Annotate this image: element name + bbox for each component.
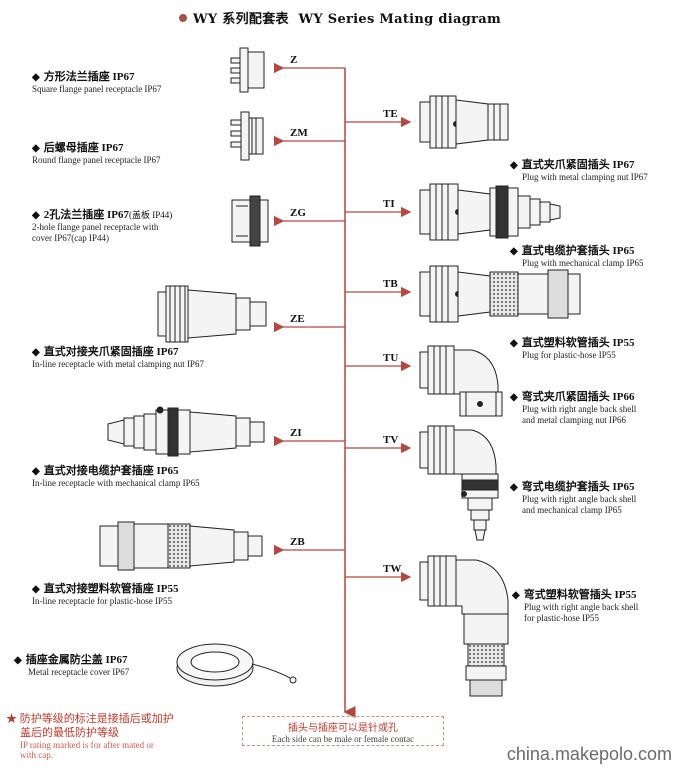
item-zh: 插座金属防尘盖 IP67 <box>25 654 128 666</box>
code-label-zg: ZG <box>290 207 306 219</box>
code-label-tv: TV <box>383 434 399 446</box>
item-zh: 直式对接塑料软管插座 IP55 <box>43 583 179 595</box>
item-en: Plug with mechanical clamp IP65 <box>522 258 644 268</box>
bullet-icon: ◆ <box>32 72 40 83</box>
right-item-te: ◆直式夹爪紧固插头 IP67 Plug with metal clamping … <box>510 156 648 183</box>
left-item-ze: ◆直式对接夹爪紧固插座 IP67 In-line receptacle with… <box>32 343 204 370</box>
left-item-zm: ◆后螺母插座 IP67 Round flange panel receptacl… <box>32 139 160 166</box>
item-en: Round flange panel receptacle IP67 <box>32 155 161 165</box>
item-zh: 直式塑料软管插头 IP55 <box>521 337 635 349</box>
right-item-ti: ◆直式电缆护套插头 IP65 Plug with mechanical clam… <box>510 242 643 269</box>
right-item-tw: ◆弯式塑料软管插头 IP55 Plug with right angle bac… <box>512 586 638 624</box>
bullet-icon: ◆ <box>510 392 518 403</box>
code-label-z: Z <box>290 54 298 66</box>
item-en: and mechanical clamp IP65 <box>522 505 622 515</box>
star-icon: ★ <box>6 713 17 725</box>
right-item-tv: ◆弯式电缆护套插头 IP65 Plug with right angle bac… <box>510 478 636 516</box>
item-en: Plug with right angle back shell <box>522 404 637 414</box>
left-branches <box>273 62 345 556</box>
item-en: Square flange panel receptacle IP67 <box>32 84 162 94</box>
bullet-icon: ◆ <box>510 246 518 257</box>
item-zh: 弯式塑料软管插头 IP55 <box>523 589 637 601</box>
item-en: Plug with right angle back shell <box>522 494 637 504</box>
connector-tb-drawing <box>419 265 581 323</box>
connector-ze-drawing <box>157 285 267 343</box>
title-dot-icon <box>178 14 187 22</box>
bullet-icon: ◆ <box>512 590 520 601</box>
right-branches <box>345 116 412 583</box>
item-zh: 直式对接夹爪紧固插座 IP67 <box>43 346 179 358</box>
right-item-tb: ◆直式塑料软管插头 IP55 Plug for plastic-hose IP5… <box>510 334 634 361</box>
item-en: for plastic-hose IP55 <box>524 613 599 623</box>
left-item-cover: ◆插座金属防尘盖 IP67 Metal receptacle cover IP6… <box>14 651 129 678</box>
item-zh: 弯式电缆护套插头 IP65 <box>521 481 635 493</box>
item-en: and metal clamping nut IP66 <box>522 415 626 425</box>
title-en: WY Series Mating diagram <box>298 12 502 27</box>
bullet-icon: ◆ <box>510 482 518 493</box>
bullet-icon: ◆ <box>32 143 40 154</box>
note-en-line1: IP rating marked is for after mated or <box>20 740 154 750</box>
connector-ti-drawing <box>419 183 561 241</box>
connector-zg-drawing <box>231 195 269 247</box>
title-zh: WY 系列配套表 <box>192 12 289 27</box>
code-label-zb: ZB <box>290 536 305 548</box>
item-en: In-line receptacle with mechanical clamp… <box>32 478 200 488</box>
item-en: cover IP67(cap IP44) <box>32 233 109 243</box>
code-label-tw: TW <box>383 563 402 575</box>
bullet-icon: ◆ <box>32 210 40 221</box>
connector-zm-drawing <box>230 111 264 161</box>
connector-tw-drawing <box>419 555 509 697</box>
item-en: Metal receptacle cover IP67 <box>28 667 130 677</box>
code-label-zm: ZM <box>290 127 308 139</box>
item-en: In-line receptacle with metal clamping n… <box>32 359 204 369</box>
code-label-ze: ZE <box>290 313 305 325</box>
connector-tv-drawing <box>419 425 499 541</box>
item-zh-note: (盖板 IP44) <box>128 210 173 220</box>
item-zh: 方形法兰插座 IP67 <box>43 71 135 83</box>
item-en: Plug with metal clamping nut IP67 <box>522 172 648 182</box>
code-label-zi: ZI <box>290 427 302 439</box>
item-en: In-line receptacle for plastic-hose IP55 <box>32 596 172 606</box>
item-zh: 后螺母插座 IP67 <box>43 142 124 154</box>
left-item-zi: ◆直式对接电缆护套插座 IP65 In-line receptacle with… <box>32 462 200 489</box>
code-label-tu: TU <box>383 352 399 364</box>
connector-zb-drawing <box>99 521 263 571</box>
connector-zi-drawing <box>107 406 265 457</box>
connector-tu-drawing <box>419 345 503 417</box>
bullet-icon: ◆ <box>510 338 518 349</box>
item-zh: 直式夹爪紧固插头 IP67 <box>521 159 635 171</box>
item-zh: 2孔法兰插座 IP67 <box>43 209 129 221</box>
receptacle-cover-drawing <box>176 643 297 687</box>
ip-rating-note: ★ 防护等级的标注是接插后或加护 盖后的最低防护等级 IP rating mar… <box>6 712 206 760</box>
bullet-icon: ◆ <box>32 584 40 595</box>
item-zh: 弯式夹爪紧固插头 IP66 <box>521 391 635 403</box>
item-zh: 直式对接电缆护套插座 IP65 <box>43 465 179 477</box>
left-item-zg: ◆2孔法兰插座 IP67(盖板 IP44) 2-hole flange pane… <box>32 206 172 244</box>
connector-z-drawing <box>230 47 265 93</box>
bullet-icon: ◆ <box>32 466 40 477</box>
note-zh-line2: 盖后的最低防护等级 <box>20 727 119 739</box>
contact-note-box: 插头与插座可以是针或孔 Each side can be male or fem… <box>242 716 444 746</box>
note-zh-line1: 防护等级的标注是接插后或加护 <box>19 713 174 725</box>
bullet-icon: ◆ <box>32 347 40 358</box>
item-en: Plug with right angle back shell <box>524 602 639 612</box>
connector-te-drawing <box>419 95 509 149</box>
bullet-icon: ◆ <box>14 655 22 666</box>
note-en-line2: with cap. <box>20 750 53 760</box>
bullet-icon: ◆ <box>510 160 518 171</box>
item-en: 2-hole flange panel receptacle with <box>32 222 159 232</box>
code-label-te: TE <box>383 108 398 120</box>
contact-note-en: Each side can be male or female contac <box>271 734 415 744</box>
code-label-tb: TB <box>383 278 398 290</box>
item-en: Plug for plastic-hose IP55 <box>522 350 616 360</box>
left-item-zb: ◆直式对接塑料软管插座 IP55 In-line receptacle for … <box>32 580 178 607</box>
watermark: china.makepolo.com <box>506 744 672 764</box>
left-item-z: ◆方形法兰插座 IP67 Square flange panel recepta… <box>32 68 161 95</box>
diagram-title: WY 系列配套表 WY Series Mating diagram <box>0 8 680 27</box>
right-item-tu: ◆弯式夹爪紧固插头 IP66 Plug with right angle bac… <box>510 388 636 426</box>
code-label-ti: TI <box>383 198 395 210</box>
contact-note-zh: 插头与插座可以是针或孔 <box>288 723 398 734</box>
item-zh: 直式电缆护套插头 IP65 <box>521 245 635 257</box>
